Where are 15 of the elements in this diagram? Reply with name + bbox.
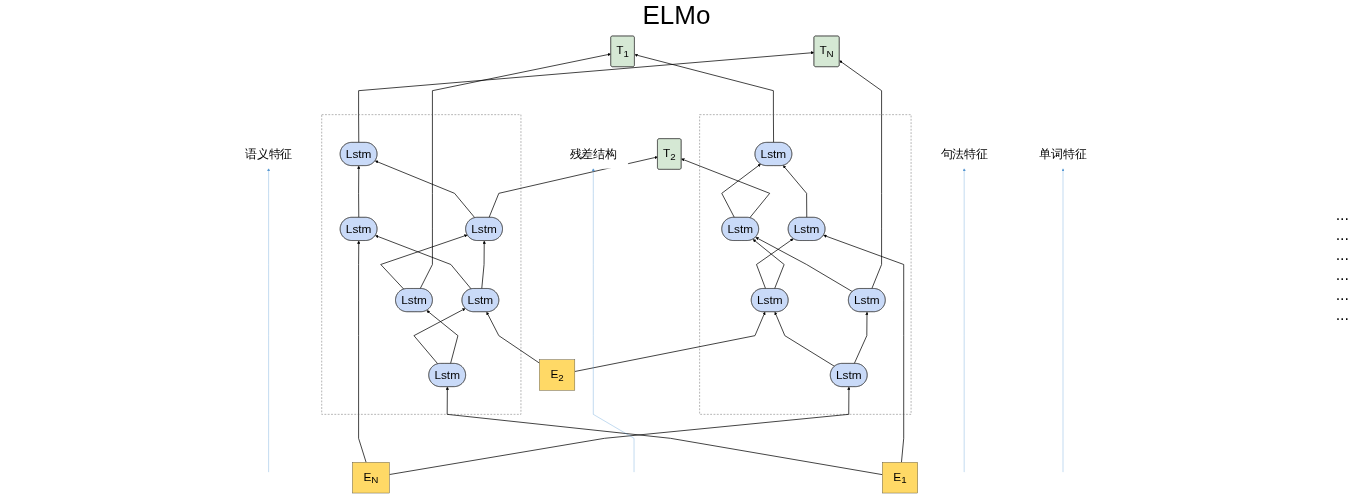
node-text: 单词特征	[1039, 147, 1087, 161]
ellipsis-label: ...	[1335, 285, 1349, 304]
node-text: 语义特征	[245, 147, 293, 161]
ellipsis-label: ...	[1335, 245, 1349, 264]
cluster	[699, 114, 912, 415]
ellipsis-label: ...	[1335, 225, 1349, 244]
cluster	[321, 114, 522, 415]
node-text: 句法特征	[940, 147, 988, 161]
node-box: E$_{2}$	[539, 359, 576, 391]
node-box: E$_{N}$	[352, 462, 390, 494]
diagram-title: ELMo	[642, 0, 711, 31]
ellipsis-label: ...	[1335, 265, 1349, 284]
ellipsis-label: ...	[1335, 305, 1349, 324]
ellipsis-label: ...	[1335, 205, 1349, 224]
node-box: E$_{1}$	[882, 462, 918, 494]
